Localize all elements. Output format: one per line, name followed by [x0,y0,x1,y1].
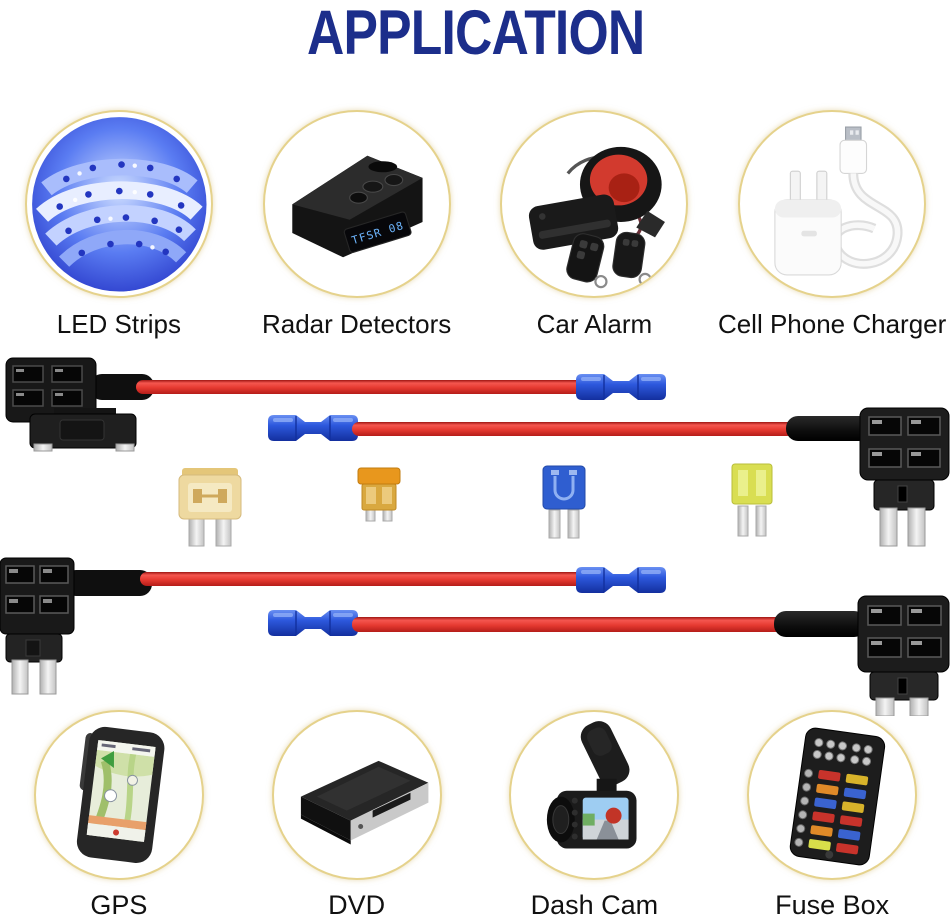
blue-butt-connector [266,413,360,443]
app-car-alarm: Car Alarm [476,110,714,340]
app-cell-phone-charger: Cell Phone Charger [713,110,951,340]
red-wire [352,422,794,436]
radar-detector-icon: TFSR 08 [292,155,423,257]
red-wire [140,572,590,586]
gps-icon [77,727,165,864]
fuse-box-icon [790,727,886,866]
fuse-box-photo [747,710,918,880]
red-wire [352,617,786,632]
mini-blade-fuse [542,465,586,539]
app-label: LED Strips [56,309,181,339]
app-gps: GPS [0,710,238,916]
app-label: Radar Detectors [261,309,452,339]
heat-shrink-sleeve [774,611,866,637]
app-label: Fuse Box [775,890,890,916]
applications-bottom-row: GPS DVD [0,710,951,916]
app-label: Car Alarm [536,309,653,339]
app-label: DVD [328,890,386,916]
gps-photo [33,710,204,880]
app-label: Dash Cam [530,890,659,916]
fuse-tap-connector-top-right [859,407,950,547]
heat-shrink-sleeve [786,416,874,441]
micro2-blade-fuse [731,463,773,537]
app-fuse-box: Fuse Box [713,710,951,916]
standard-blade-fuse [178,468,242,547]
app-label: Cell Phone Charger [717,309,947,339]
app-radar-detectors: TFSR 08 Radar Detectors [238,110,476,340]
car-alarm-icon [528,146,666,288]
phone-charger-photo [738,110,927,298]
fuse-tap-connector-bottom-right [857,595,950,716]
led-strips-icon [31,116,207,292]
red-wire [136,380,592,394]
dash-cam-photo [509,710,680,880]
dvd-photo [271,710,442,880]
dash-cam-icon [546,721,637,849]
car-alarm-photo [500,110,689,298]
led-strips-photo [24,110,213,298]
phone-charger-icon [774,126,903,276]
radar-detector-photo: TFSR 08 [262,110,451,298]
low-profile-mini-fuse [357,467,401,522]
app-label: GPS [90,890,148,916]
dvd-icon [300,761,429,845]
app-dvd: DVD [238,710,476,916]
fuse-tap-connector-bottom-left [0,557,152,695]
app-dash-cam: Dash Cam [476,710,714,916]
fuse-tap-connector-top-left [5,357,154,452]
blue-butt-connector [574,565,668,595]
app-led-strips: LED Strips [0,110,238,340]
blue-butt-connector [266,608,360,638]
blue-butt-connector [574,372,668,402]
page-title: APPLICATION [306,0,645,68]
applications-top-row: LED Strips TFSR 08 Radar Detectors [0,110,951,340]
